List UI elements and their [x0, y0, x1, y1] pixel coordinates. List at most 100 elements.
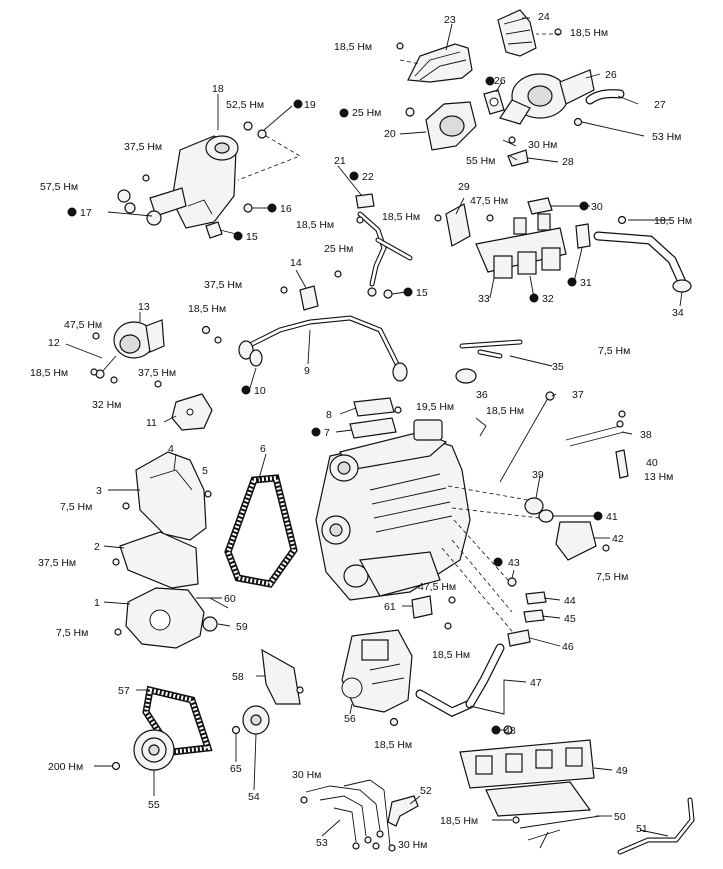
dot-25	[485, 76, 495, 86]
seal-59	[202, 616, 218, 632]
pipe-35	[455, 339, 523, 384]
heat-shield-24	[497, 9, 537, 57]
dot-43	[493, 557, 503, 567]
torque-label: 37,5 Нм	[38, 557, 76, 569]
bolt-18-5-m7	[444, 622, 452, 630]
torque-label: 30 Нм	[398, 839, 427, 851]
callout-53: 53	[316, 837, 328, 849]
torque-label: 18,5 Нм	[654, 215, 692, 227]
torque-label: 200 Нм	[48, 761, 83, 773]
gear-54	[242, 705, 270, 735]
bolt-18-5-right	[617, 215, 627, 225]
callout-16: 16	[280, 203, 292, 215]
bolt-18-5-m2	[434, 214, 442, 222]
callout-22: 22	[362, 171, 374, 183]
bolt-37-5-c	[154, 380, 162, 388]
washer-left	[214, 336, 222, 344]
callout-10: 10	[254, 385, 266, 397]
bolt-200	[111, 761, 121, 771]
bracket-58	[261, 648, 301, 705]
torque-label: 18,5 Нм	[440, 815, 478, 827]
callout-33: 33	[478, 293, 490, 305]
water-pipe-9	[238, 315, 408, 382]
callout-51: 51	[636, 823, 648, 835]
callout-12: 12	[48, 337, 60, 349]
torque-label: 7,5 Нм	[598, 345, 630, 357]
nut-30-b	[300, 796, 308, 804]
callout-58: 58	[232, 671, 244, 683]
washer-16	[243, 203, 253, 213]
bracket-52	[387, 795, 419, 827]
bolt-7-5-b	[122, 502, 130, 510]
injection-pump-56	[341, 629, 413, 713]
callout-34: 34	[672, 307, 684, 319]
sensor-43	[507, 577, 517, 587]
bolt-53	[573, 117, 583, 127]
exhaust-elbow-20	[425, 101, 477, 151]
callout-13: 13	[138, 301, 150, 313]
callout-38: 38	[640, 429, 652, 441]
dot-25-right	[339, 108, 349, 118]
plug-19-5	[394, 406, 402, 414]
bolt-top-left	[396, 42, 404, 50]
callout-3: 3	[96, 485, 102, 497]
dipstick-37	[499, 391, 555, 483]
callout-44: 44	[564, 595, 576, 607]
callout-43: 43	[508, 557, 520, 569]
callout-29: 29	[458, 181, 470, 193]
callout-27: 27	[654, 99, 666, 111]
outlet-42	[555, 521, 597, 561]
v-belt-57	[142, 685, 213, 756]
dot-10	[241, 385, 251, 395]
callout-25: 26	[494, 75, 506, 87]
callout-55: 55	[148, 799, 160, 811]
callout-47: 47	[530, 677, 542, 689]
torque-label: 25 Нм	[324, 243, 353, 255]
thermostat-41	[538, 509, 554, 523]
callout-37: 37	[572, 389, 584, 401]
torque-label: 32 Нм	[92, 399, 121, 411]
callout-15b: 15	[416, 287, 428, 299]
callout-17: 17	[80, 207, 92, 219]
torque-label: 37,5 Нм	[204, 279, 242, 291]
torque-label: 18,5 Нм	[30, 367, 68, 379]
callout-6: 6	[260, 443, 266, 455]
torque-label: 47,5 Нм	[470, 195, 508, 207]
callout-32: 32	[542, 293, 554, 305]
bracket-28	[507, 149, 529, 167]
dot-22	[349, 171, 359, 181]
dot-31	[567, 277, 577, 287]
callout-9: 9	[304, 365, 310, 377]
torque-label: 7,5 Нм	[56, 627, 88, 639]
dot-15a	[233, 231, 243, 241]
pump-13	[95, 319, 165, 379]
exhaust-pipe-34	[593, 231, 692, 293]
bolt-47-5-a	[486, 214, 494, 222]
bolt-47-5-b	[92, 332, 100, 340]
bolt-18-5-m1	[356, 216, 364, 224]
torque-label: 7,5 Нм	[596, 571, 628, 583]
nut-30-c	[372, 842, 380, 850]
torque-label: 18,5 Нм	[374, 739, 412, 751]
seal-10	[249, 349, 263, 367]
engine-block	[315, 419, 471, 601]
cylinder-head-parts-8-7	[349, 397, 397, 439]
callout-31: 31	[580, 277, 592, 289]
bolt-25-mid	[334, 270, 342, 278]
torque-label: 19,5 Нм	[416, 401, 454, 413]
timing-belt-6	[224, 474, 298, 588]
torque-label: 18,5 Нм	[570, 27, 608, 39]
turbocharger-26	[499, 69, 595, 125]
torque-label: 30 Нм	[528, 139, 557, 151]
callout-42: 42	[612, 533, 624, 545]
torque-label: 25 Нм	[352, 107, 381, 119]
dot-30	[579, 201, 589, 211]
callout-50: 50	[614, 811, 626, 823]
bolt-7-5-d	[602, 544, 610, 552]
callout-1: 1	[94, 597, 100, 609]
nut-18-5-m4	[201, 325, 211, 335]
callout-59: 59	[236, 621, 248, 633]
bolt-52-5	[243, 121, 253, 131]
bracket-assembly-18	[117, 135, 239, 229]
